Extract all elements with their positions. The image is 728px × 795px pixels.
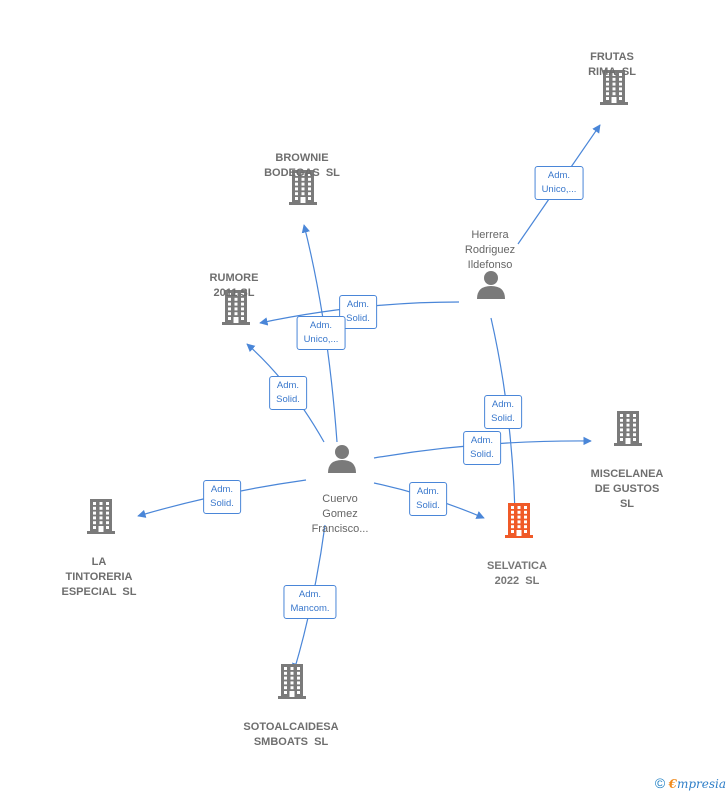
person-icon[interactable]: [327, 443, 357, 478]
node-label[interactable]: Herrera Rodriguez Ildefonso: [464, 229, 516, 271]
node-label[interactable]: LA TINTORERIA ESPECIAL SL: [61, 556, 137, 598]
relation-label[interactable]: Adm. Solid.: [203, 480, 241, 514]
building-icon[interactable]: [276, 663, 308, 704]
building-icon[interactable]: [85, 498, 117, 539]
building-icon[interactable]: [598, 69, 630, 110]
building-icon[interactable]: [503, 502, 535, 543]
person-icon[interactable]: [476, 269, 506, 304]
relation-label[interactable]: Adm. Unico,...: [534, 166, 584, 200]
building-icon[interactable]: [287, 169, 319, 210]
relation-label[interactable]: Adm. Solid.: [463, 431, 501, 465]
brand-logo[interactable]: €mpresia: [668, 777, 726, 791]
node-label[interactable]: FRUTAS RIMA SL: [588, 51, 636, 78]
building-icon[interactable]: [220, 289, 252, 330]
relation-label[interactable]: Adm. Solid.: [409, 482, 447, 516]
relation-label[interactable]: Adm. Mancom.: [283, 585, 337, 619]
node-label[interactable]: SELVATICA 2022 SL: [487, 560, 547, 587]
copyright-icon: ©: [654, 775, 666, 791]
building-icon[interactable]: [612, 410, 644, 451]
footer-brand: © €mpresia: [655, 775, 726, 791]
node-label[interactable]: MISCELANEA DE GUSTOS SL: [590, 468, 664, 510]
node-label[interactable]: RUMORE 2011 SL: [209, 272, 259, 299]
node-label[interactable]: BROWNIE BODEGAS SL: [264, 152, 340, 179]
node-label[interactable]: SOTOALCAIDESA SMBOATS SL: [243, 721, 339, 748]
relation-label[interactable]: Adm. Solid.: [484, 395, 522, 429]
relation-label[interactable]: Adm. Solid.: [269, 376, 307, 410]
node-label[interactable]: Cuervo Gomez Francisco...: [311, 493, 369, 535]
relation-label[interactable]: Adm. Unico,...: [296, 316, 346, 350]
